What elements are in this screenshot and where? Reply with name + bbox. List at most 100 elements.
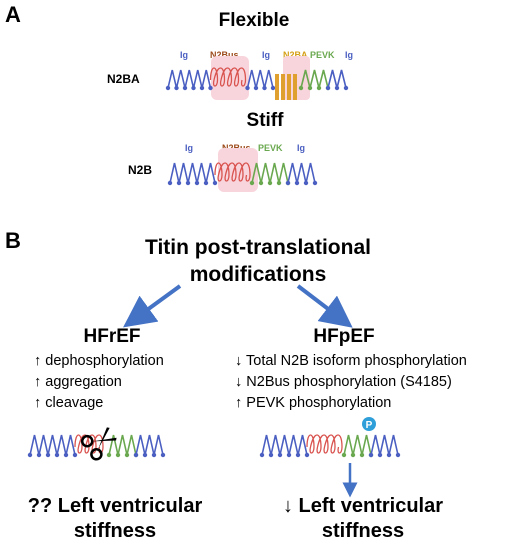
hfref-titin-strand [27, 427, 166, 461]
hfpef-pevk-node [350, 452, 356, 458]
n2ba-ig-2-node [262, 85, 267, 91]
n2ba-ig-2-node [245, 85, 250, 91]
hfpef-strand-path [259, 434, 401, 458]
hfpef-ig-2-node [386, 452, 392, 458]
n2ba-ig-3 [327, 69, 347, 89]
hfref-effect-2: ↑ aggregation [34, 374, 122, 390]
n2b-pevk-node [267, 180, 273, 186]
n2ba-n2bus-label: N2Bus [210, 50, 239, 60]
hfref-effect-1: ↑ dephosphorylation [34, 353, 164, 369]
n2b-pevk-node [258, 180, 264, 186]
n2b-ig-2-node [303, 180, 309, 186]
n2ba-ig-1-node [174, 85, 179, 91]
n2ba-strand-path [165, 67, 349, 100]
n2ba-ig-2-node [253, 85, 259, 91]
hfpef-ig-1-node [295, 452, 301, 458]
n2b-titin-strand [167, 148, 318, 192]
n2ba-n2ba-label: N2BA [283, 50, 308, 60]
arrow-to-hfref [123, 284, 182, 328]
n2ba-ig-3-node [325, 85, 331, 91]
hfpef-ig-1 [261, 434, 308, 456]
n2ba-n2ba-segment [287, 74, 291, 100]
hfref-ig-1-node [36, 452, 42, 458]
n2b-ig-label-2: Ig [297, 143, 305, 153]
n2ba-pevk-node [316, 85, 322, 91]
hfpef-pevk [343, 434, 372, 456]
n2ba-ig-3-node [343, 85, 349, 91]
hfpef-pevk-node [341, 452, 347, 458]
n2b-ig-1 [169, 162, 216, 184]
hfpef-ig-1-node [304, 452, 310, 458]
n2ba-row-label: N2BA [107, 72, 140, 86]
n2ba-ig-1-node [208, 85, 213, 91]
n2ba-ig-label-1: Ig [180, 50, 188, 60]
n2b-row-label: N2B [128, 163, 153, 177]
hfref-outcome-line-1: ?? Left ventricular [27, 495, 203, 517]
n2b-ig-1-node [194, 180, 200, 186]
n2ba-n2ba-segment [281, 74, 285, 100]
phosphate-marker-label: P [366, 420, 373, 431]
hfref-pevk [108, 434, 137, 456]
n2b-ig-2-node [294, 180, 300, 186]
hfref-effect-3: ↑ cleavage [34, 395, 104, 411]
hfpef-ig-1-node [277, 452, 283, 458]
n2b-ig-label-1: Ig [185, 143, 193, 153]
n2b-ig-1-node [185, 180, 191, 186]
n2b-ig-1-node [176, 180, 182, 186]
n2b-strand-path [167, 162, 318, 186]
n2ba-ig-1-node [182, 85, 188, 91]
n2ba-n2ba-segment [293, 74, 297, 100]
n2b-ig-1-node [167, 180, 173, 186]
hfref-ig-1 [29, 434, 76, 456]
hfpef-ig-1-node [268, 452, 274, 458]
n2b-ig-1-node [203, 180, 209, 186]
n2b-pevk-node [249, 180, 255, 186]
n2ba-ig-label-2: Ig [262, 50, 270, 60]
hfref-effects: ↑ dephosphorylation ↑ aggregation ↑ clea… [34, 351, 164, 414]
n2b-ig-1-node [212, 180, 218, 186]
hfref-ig-2-node [151, 452, 157, 458]
hfpef-effect-2: ↓ N2Bus phosphorylation (S4185) [235, 374, 452, 390]
hfref-ig-2 [135, 434, 164, 456]
panel-b-label: B [5, 228, 21, 253]
ptm-title: Titin post-translational modifications [145, 234, 371, 288]
n2ba-ig-1 [167, 69, 212, 89]
hfref-strand-path [27, 434, 166, 458]
hfpef-outcome-line-2: stiffness [321, 520, 405, 542]
n2ba-pevk-node [298, 85, 304, 91]
n2ba-pevk-label: PEVK [310, 50, 335, 60]
hfpef-effect-3: ↑ PEVK phosphorylation [235, 395, 392, 411]
n2b-n2bus-coil [214, 162, 251, 182]
hfpef-ig-1-node [259, 452, 265, 458]
panel-a-label: A [5, 2, 21, 27]
hfpef-outcome: ↓ Left ventricular stiffness [283, 494, 443, 544]
hfpef-n2bus-coil [306, 434, 343, 454]
hfref-ig-1-node [54, 452, 60, 458]
phosphate-marker [362, 417, 376, 431]
hfpef-title: HFpEF [313, 326, 375, 347]
n2ba-n2bus-coil [209, 67, 247, 87]
hfref-ig-2-node [160, 452, 166, 458]
n2ba-ig-1-node [165, 85, 171, 91]
hfref-ig-1-node [72, 452, 78, 458]
hfref-pevk-node [106, 452, 112, 458]
hfpef-ig-1-node [286, 452, 292, 458]
n2b-ig-2 [287, 162, 316, 184]
hfref-outcome-line-2: stiffness [73, 520, 157, 542]
hfref-ig-1-node [27, 452, 33, 458]
flexible-title: Flexible [218, 10, 290, 31]
hfref-title: HFrEF [83, 326, 141, 347]
hfpef-effect-1: ↓ Total N2B isoform phosphorylation [235, 353, 467, 369]
hfref-outcome: ?? Left ventricular stiffness [28, 494, 202, 544]
n2ba-titin-strand [165, 56, 349, 100]
ptm-title-line-1: Titin post-translational [145, 236, 371, 259]
hfpef-effects: ↓ Total N2B isoform phosphorylation ↓ N2… [235, 351, 467, 414]
n2ba-ig-3-node [334, 85, 340, 91]
n2ba-ig-1-node [191, 85, 196, 91]
hfpef-titin-strand: P [259, 417, 401, 458]
hfref-ig-1-node [63, 452, 69, 458]
ptm-title-line-2: modifications [189, 263, 327, 286]
hfref-pevk-node [115, 452, 121, 458]
stiff-title: Stiff [246, 110, 284, 131]
